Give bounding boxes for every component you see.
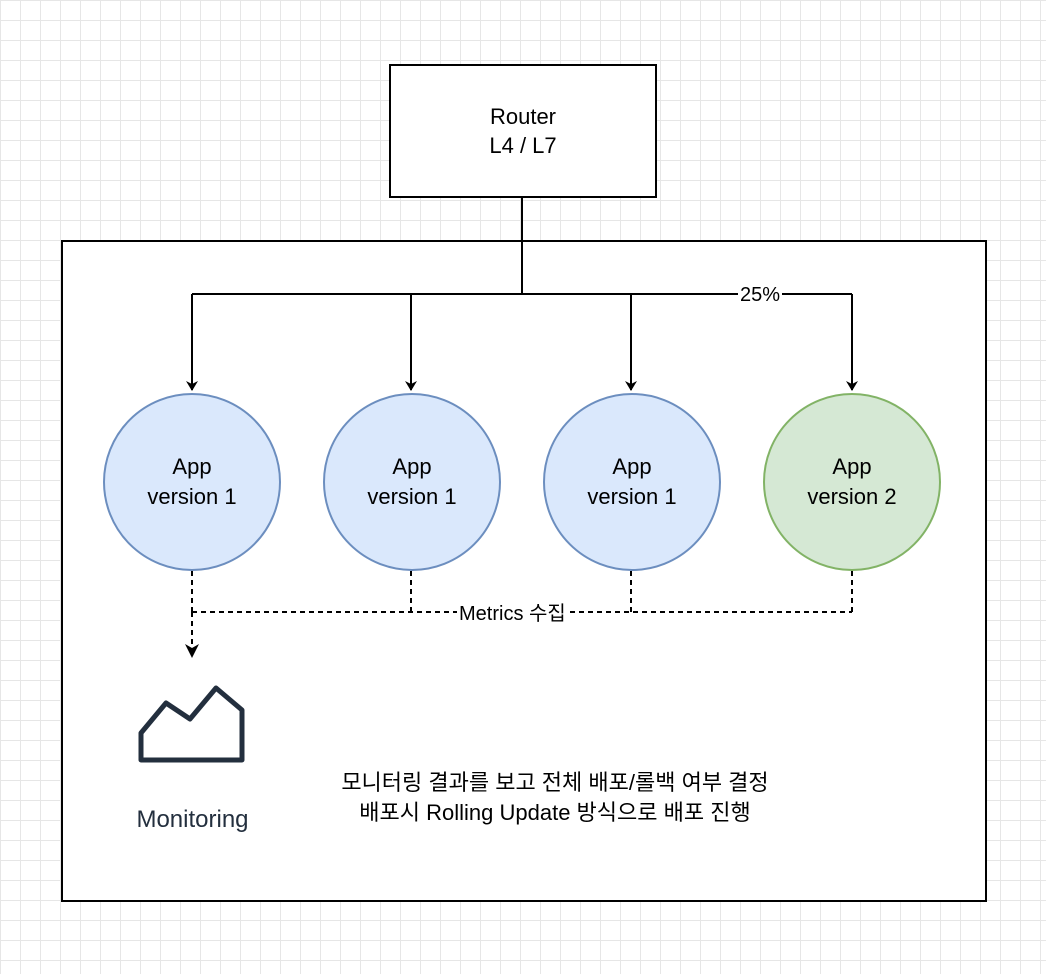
app-node-v1-c[interactable]: App version 1 [543,393,721,571]
router-node[interactable]: Router L4 / L7 [389,64,657,198]
app-node-version: version 1 [367,484,457,509]
app-node-v2[interactable]: App version 2 [763,393,941,571]
app-node-v1-a[interactable]: App version 1 [103,393,281,571]
deployment-note: 모니터링 결과를 보고 전체 배포/롤백 여부 결정 배포시 Rolling U… [290,768,820,828]
monitoring-chart-icon [138,685,245,763]
router-title: Router [489,104,557,129]
router-layer: L4 / L7 [489,133,557,158]
app-node-version: version 2 [807,484,897,509]
app-node-title: App [832,454,872,479]
note-line-2: 배포시 Rolling Update 방식으로 배포 진행 [359,800,751,825]
deployment-boundary [61,240,987,902]
metrics-collect-label: Metrics 수집 [457,603,568,625]
metrics-arrow-head [185,644,199,658]
app-node-title: App [392,454,432,479]
monitoring-label: Monitoring [136,806,249,833]
app-node-title: App [612,454,652,479]
canary-traffic-label: 25% [738,284,783,306]
app-node-v1-b[interactable]: App version 1 [323,393,501,571]
app-node-version: version 1 [147,484,237,509]
app-node-title: App [172,454,212,479]
app-node-version: version 1 [587,484,677,509]
note-line-1: 모니터링 결과를 보고 전체 배포/롤백 여부 결정 [341,770,769,795]
